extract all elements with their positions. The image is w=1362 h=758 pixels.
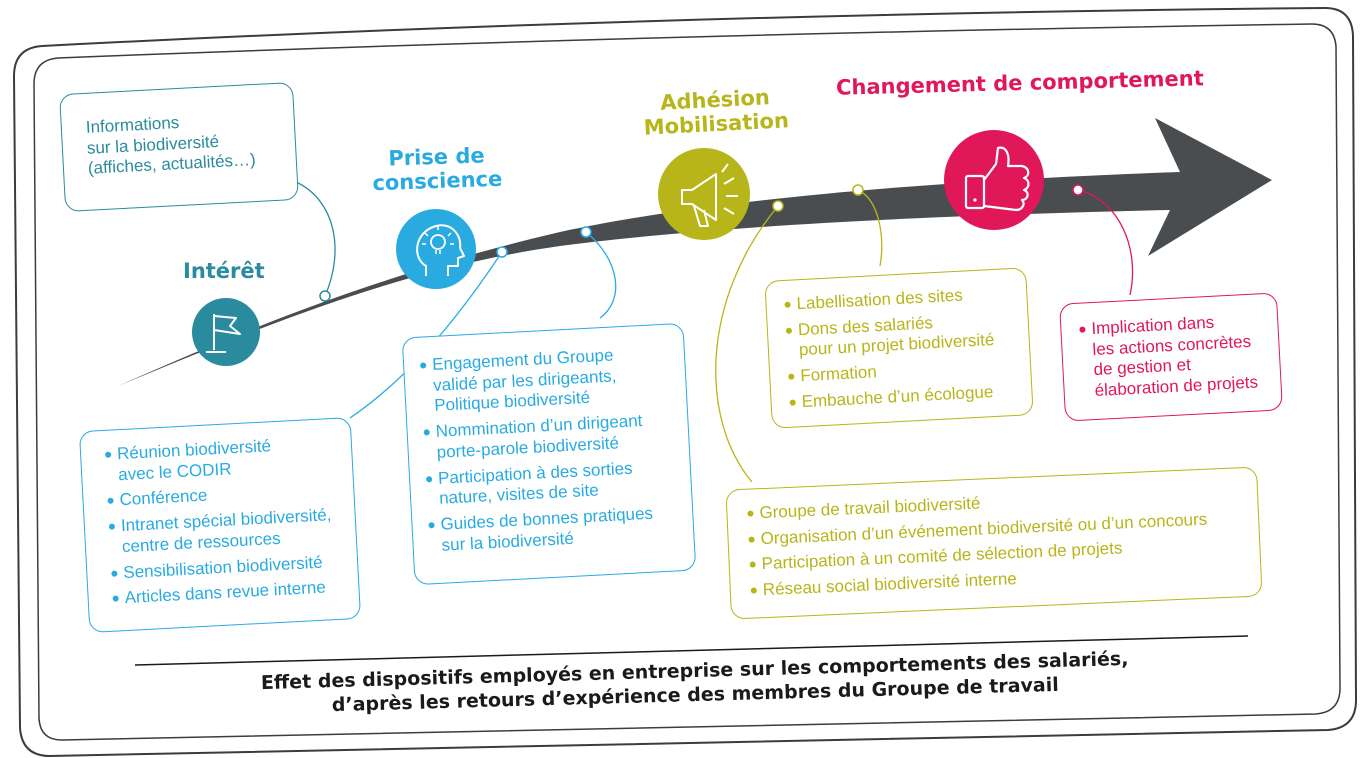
dot-interet (319, 290, 331, 302)
list-item: Intranet spécial biodiversité, centre de… (120, 505, 342, 558)
dot-prise-2 (580, 226, 592, 238)
connector-adhesion-top (857, 189, 883, 267)
list-item: Guides de bonnes pratiques sur la biodiv… (440, 502, 680, 556)
list-item: Nommination d’un dirigeant porte-parole … (435, 410, 675, 464)
stage-title-adhesion: Adhésion Mobilisation (643, 85, 790, 140)
box-interet: Réunion biodiversité avec le CODIR Confé… (78, 417, 362, 633)
inner-frame (33, 23, 1341, 741)
dot-adhesion-2 (852, 184, 864, 196)
outer-frame (12, 6, 1358, 758)
connector-info (295, 181, 336, 297)
caption-rule (134, 635, 1249, 666)
thumbs-up-icon (944, 130, 1044, 230)
dot-changement (1072, 184, 1084, 196)
stage-title-interet: Intérêt (183, 259, 265, 283)
box-adhesion-top: Labellisation des sites Dons des salarié… (764, 267, 1034, 429)
list-item: Implication dans les actions concrètes d… (1091, 310, 1267, 402)
connector-adhesion-bottom (715, 205, 779, 483)
connector-prise-box (585, 231, 617, 319)
dot-adhesion-1 (772, 200, 784, 212)
megaphone-icon (658, 148, 750, 240)
box-prise-de-conscience: Engagement du Groupe validé par les diri… (401, 322, 697, 586)
list-item: Embauche d’un écologue (801, 381, 1018, 413)
list-item: Articles dans revue interne (124, 577, 345, 609)
list-item: Réunion biodiversité avec le CODIR (117, 433, 339, 486)
stage-title-prise: Prise de conscience (372, 143, 503, 196)
dot-prise-1 (496, 246, 508, 258)
list-item: Participation à des sorties nature, visi… (438, 456, 678, 510)
box-information: Informations sur la biodiversité (affich… (59, 81, 299, 213)
flag-icon (192, 298, 260, 366)
box-changement: Implication dans les actions concrètes d… (1059, 292, 1283, 422)
box-adhesion-bottom: Groupe de travail biodiversité Organisat… (725, 466, 1263, 620)
list-item: Engagement du Groupe validé par les diri… (432, 343, 673, 418)
list-item: Dons des salariés pour un projet biodive… (797, 309, 1015, 362)
head-lightbulb-icon (396, 209, 476, 289)
connector-changement (1077, 189, 1134, 296)
